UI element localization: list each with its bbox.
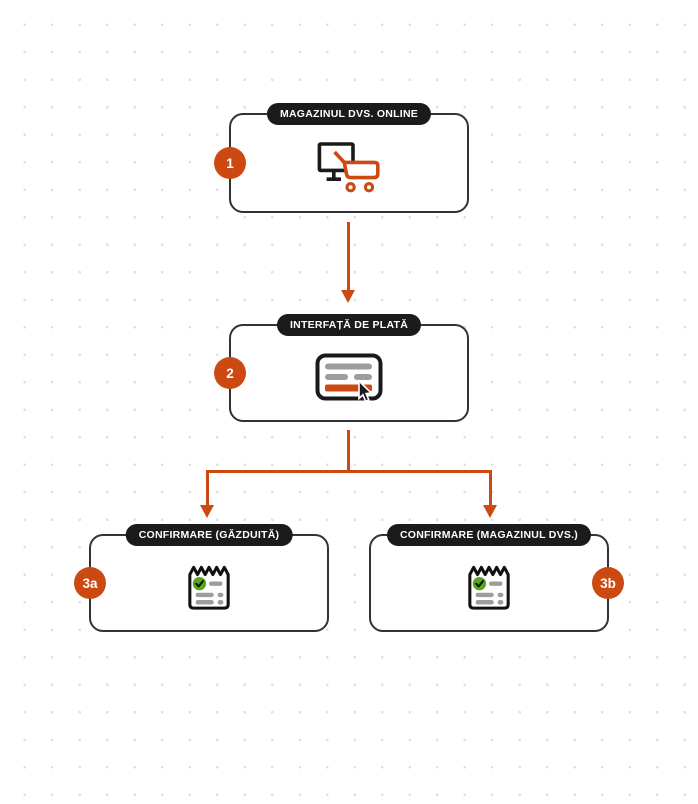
arrowhead-down-icon [483, 505, 497, 518]
arrowhead-down-icon [200, 505, 214, 518]
node-label-pill: CONFIRMARE (MAGAZINUL DVS.) [386, 524, 592, 547]
step-badge: 2 [214, 357, 246, 389]
step-badge: 1 [214, 147, 246, 179]
payment-form-cursor-icon [231, 326, 467, 420]
step-badge-text: 3b [600, 575, 616, 591]
node-online-store: MAGAZINUL DVS. ONLINE 1 [214, 103, 469, 213]
receipt-check-icon [91, 536, 327, 630]
step-badge: 3a [74, 567, 106, 599]
connector-line-1-2 [347, 222, 350, 291]
monitor-cart-icon [231, 115, 467, 211]
node-confirmation-own-store: CONFIRMARE (MAGAZINUL DVS.) 3b [369, 524, 624, 632]
step-badge-text: 3a [82, 575, 98, 591]
node-label-pill: MAGAZINUL DVS. ONLINE [266, 103, 432, 126]
connector-stem-2 [347, 430, 350, 471]
node-label: INTERFAȚĂ DE PLATĂ [289, 319, 409, 331]
node-label: CONFIRMARE (GĂZDUITĂ) [138, 529, 280, 541]
step-badge: 3b [592, 567, 624, 599]
node-label: CONFIRMARE (MAGAZINUL DVS.) [399, 529, 579, 541]
connector-branch-right [489, 470, 492, 506]
connector-branch-bar [206, 470, 492, 473]
node-confirmation-hosted: CONFIRMARE (GĂZDUITĂ) 3a [74, 524, 329, 632]
step-badge-text: 2 [226, 365, 234, 381]
receipt-check-icon [371, 536, 607, 630]
node-label-pill: CONFIRMARE (GĂZDUITĂ) [125, 524, 293, 547]
node-label: MAGAZINUL DVS. ONLINE [279, 108, 419, 120]
step-badge-text: 1 [226, 155, 234, 171]
node-payment-interface: INTERFAȚĂ DE PLATĂ 2 [214, 314, 469, 422]
connector-branch-left [206, 470, 209, 506]
node-label-pill: INTERFAȚĂ DE PLATĂ [276, 314, 422, 337]
arrowhead-down-icon [341, 290, 355, 303]
